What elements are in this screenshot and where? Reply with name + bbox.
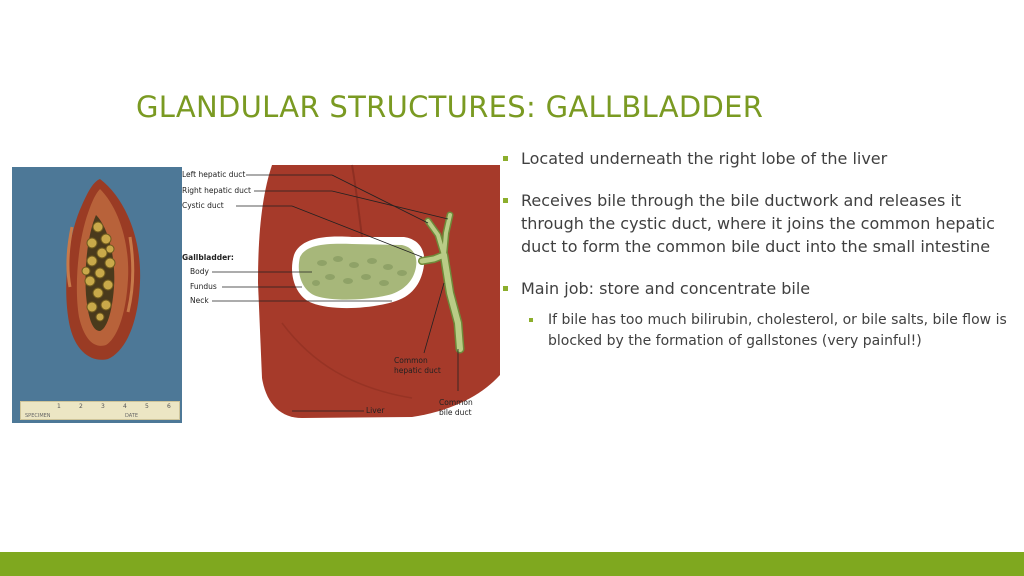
ruler-number: 4	[123, 403, 127, 410]
sub-bullet-list: If bile has too much bilirubin, choleste…	[521, 310, 1010, 352]
label-gallbladder: Gallbladder:	[182, 253, 234, 262]
label-common-hepatic-duct-2: hepatic duct	[394, 366, 441, 375]
label-body: Body	[190, 267, 209, 276]
bullet-list: Located underneath the right lobe of the…	[500, 147, 1010, 371]
label-liver: Liver	[366, 406, 385, 415]
ruler-label: SPECIMEN	[25, 413, 51, 419]
label-fundus: Fundus	[190, 282, 217, 291]
label-left-hepatic-duct: Left hepatic duct	[182, 170, 245, 179]
bullet-item: Receives bile through the bile ductwork …	[500, 189, 1010, 258]
label-cystic-duct: Cystic duct	[182, 201, 224, 210]
ruler-number: 5	[145, 403, 149, 410]
ruler-label: DATE	[125, 413, 139, 419]
gallbladder-specimen-image	[66, 179, 141, 360]
gallstones-specimen-photo: 1 2 3 4 5 6 SPECIMEN DATE	[12, 167, 182, 423]
gallbladder-shape	[298, 243, 417, 300]
ruler-number: 2	[79, 403, 83, 410]
label-neck: Neck	[190, 296, 209, 305]
bullet-item: Main job: store and concentrate bile If …	[500, 277, 1010, 352]
label-common-bile-duct-2: bile duct	[439, 408, 472, 417]
footer-accent-bar	[0, 552, 1024, 576]
label-common-hepatic-duct-1: Common	[394, 356, 428, 365]
slide-title: GLANDULAR STRUCTURES: GALLBLADDER	[136, 90, 764, 124]
label-right-hepatic-duct: Right hepatic duct	[182, 186, 251, 195]
ruler-number: 3	[101, 403, 105, 410]
bullet-text: Main job: store and concentrate bile	[521, 279, 811, 298]
sub-bullet-item: If bile has too much bilirubin, choleste…	[521, 310, 1010, 352]
label-common-bile-duct-1: Common	[439, 398, 473, 407]
ruler-number: 6	[167, 403, 171, 410]
gallbladder-anatomy-diagram: Left hepatic duct Right hepatic duct Cys…	[182, 164, 500, 418]
specimen-ruler: 1 2 3 4 5 6 SPECIMEN DATE	[20, 401, 180, 420]
ruler-number: 1	[57, 403, 61, 410]
bullet-item: Located underneath the right lobe of the…	[500, 147, 1010, 170]
